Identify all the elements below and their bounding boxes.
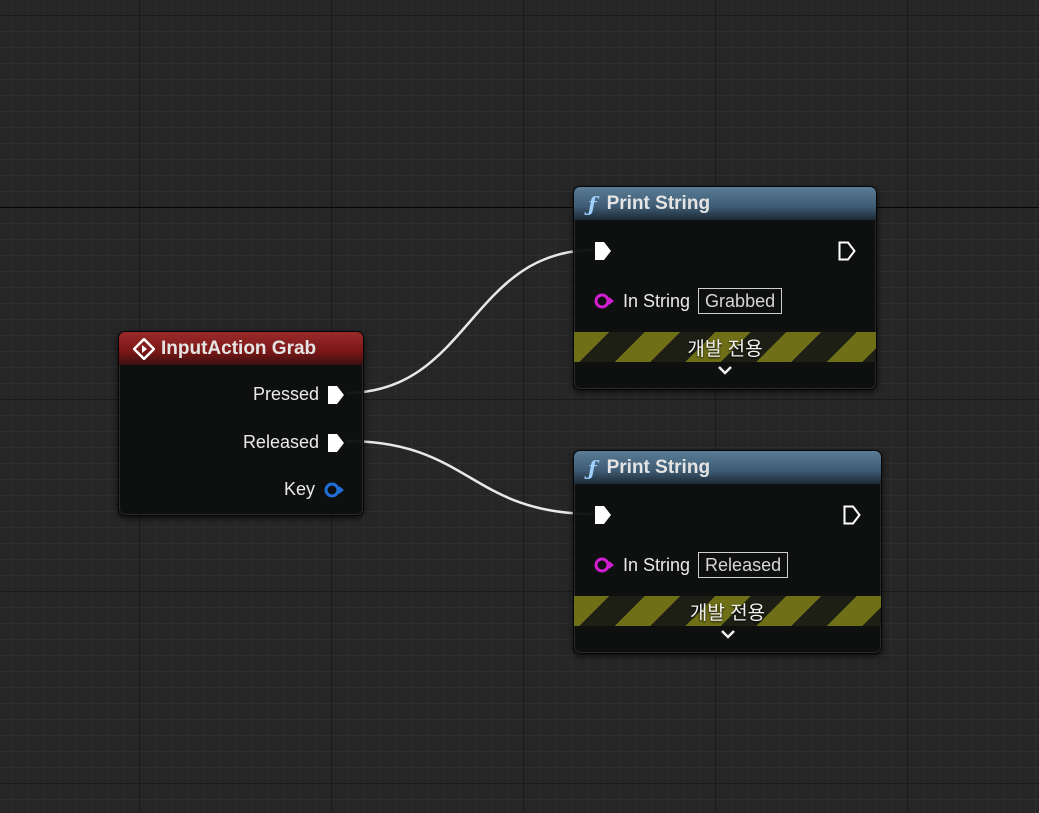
dev-only-label-1: 개발 전용 [687, 339, 763, 360]
pin-row-released: Released [243, 432, 345, 453]
in-string-input-2[interactable]: Released [698, 552, 789, 578]
print-string-1-title: Print String [606, 192, 711, 214]
print-string-2-header[interactable]: ƒ Print String [574, 451, 881, 484]
graph-horizontal-axis [0, 207, 1039, 208]
event-diamond-icon [132, 336, 156, 361]
dev-only-stripe-2 [574, 596, 881, 626]
dev-only-stripe-1 [574, 332, 876, 362]
string-in-pin-1[interactable] [593, 293, 617, 309]
pin-label-key: Key [283, 479, 315, 499]
wire-pressed-to-print-1[interactable] [345, 248, 595, 395]
pin-row-key: Key [284, 479, 345, 500]
exec-out-pin-released[interactable] [327, 433, 345, 453]
print-string-1-header[interactable]: ƒ Print String [574, 187, 876, 220]
function-icon: ƒ [588, 455, 597, 480]
dev-only-label-2: 개발 전용 [689, 603, 766, 624]
print-string-node-1[interactable]: ƒ Print String In String Grabbed 개발 전용 [573, 186, 877, 390]
pin-label-pressed: Pressed [252, 384, 319, 404]
print-string-2-title: Print String [606, 456, 711, 478]
in-string-row-1: In String Grabbed [593, 288, 783, 314]
function-icon: ƒ [588, 191, 597, 216]
event-node-title: InputAction Grab [161, 337, 317, 359]
exec-in-pin-print-1[interactable] [594, 241, 612, 261]
pin-row-pressed: Pressed [253, 384, 345, 405]
in-string-input-1[interactable]: Grabbed [698, 288, 783, 314]
print-string-node-2[interactable]: ƒ Print String In String Released 개발 전용 [573, 450, 882, 654]
pin-label-released: Released [242, 432, 319, 452]
chevron-down-icon[interactable] [574, 626, 881, 644]
exec-out-pin-print-1[interactable] [838, 241, 856, 261]
exec-out-pin-pressed[interactable] [327, 385, 345, 405]
in-string-label-1: In String [623, 290, 691, 311]
in-string-row-2: In String Released [593, 552, 789, 578]
wire-released-to-print-2[interactable] [345, 439, 595, 516]
exec-in-pin-print-2[interactable] [594, 505, 612, 525]
in-string-label-2: In String [623, 554, 691, 575]
chevron-down-icon[interactable] [574, 362, 876, 380]
string-in-pin-2[interactable] [593, 557, 617, 573]
event-node-header[interactable]: InputAction Grab [119, 332, 363, 365]
exec-out-pin-print-2[interactable] [843, 505, 861, 525]
struct-out-pin-key[interactable] [323, 482, 345, 498]
event-node-inputaction-grab[interactable]: InputAction Grab Pressed Released Key [118, 331, 364, 516]
